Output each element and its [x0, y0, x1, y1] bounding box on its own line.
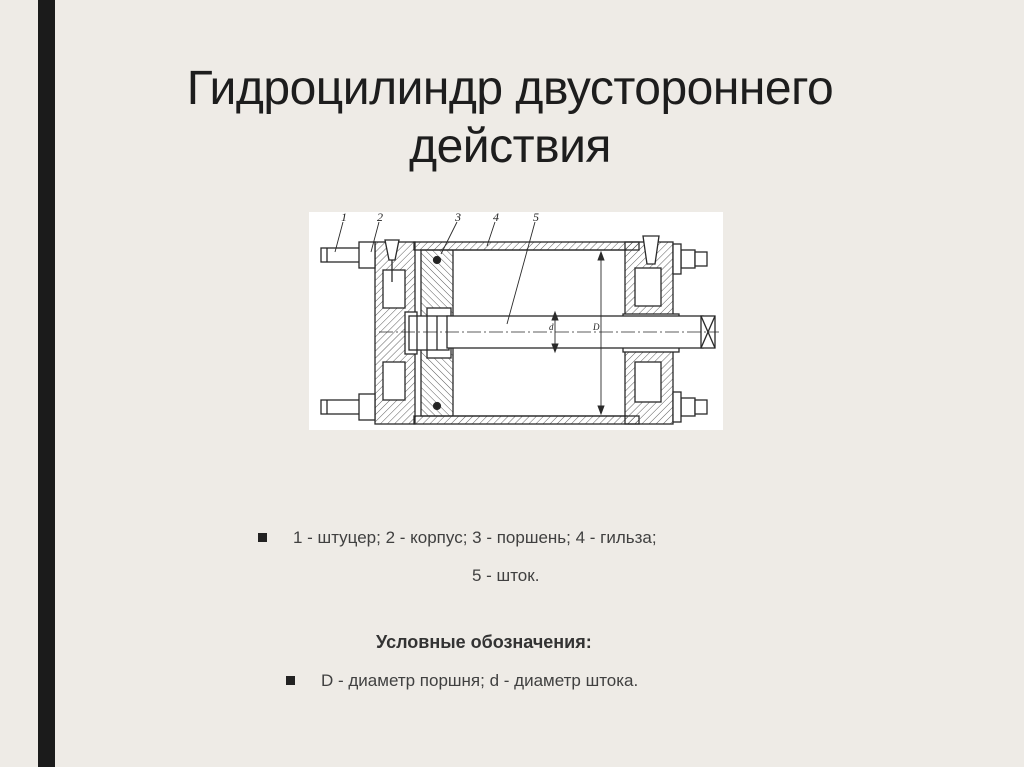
- leader-lines: [334, 221, 536, 325]
- slide-title: Гидроцилиндр двустороннего действия: [100, 60, 920, 176]
- notation-text: D - диаметр поршня; d - диаметр штока.: [321, 671, 639, 690]
- title-line-2: действия: [409, 120, 611, 173]
- left-studs: [320, 241, 376, 421]
- left-accent-bar: [38, 0, 55, 767]
- callout-3: 3: [454, 212, 461, 224]
- parts-list-item: 1 - штуцер; 2 - корпус; 3 - поршень; 4 -…: [258, 528, 657, 548]
- cylinder-drawing: 1 2 3 4 5 d D: [309, 212, 723, 430]
- square-bullet-icon: [286, 676, 295, 686]
- callout-5: 5: [533, 212, 539, 224]
- notation-list-item: D - диаметр поршня; d - диаметр штока.: [286, 671, 638, 691]
- title-line-1: Гидроцилиндр двустороннего: [186, 62, 834, 115]
- left-head: [374, 239, 418, 425]
- cylinder-drawing-svg: 1 2 3 4 5 d D: [320, 212, 719, 425]
- parts-line-1: 1 - штуцер; 2 - корпус; 3 - поршень; 4 -…: [293, 528, 657, 547]
- piston: [408, 249, 454, 417]
- dimension-lines: [551, 250, 605, 416]
- parts-line-2: 5 - шток.: [472, 566, 540, 585]
- callout-2: 2: [377, 212, 383, 224]
- callout-1: 1: [341, 212, 347, 224]
- callout-4: 4: [493, 212, 499, 224]
- dim-label-d: d: [549, 322, 554, 332]
- notation-heading: Условные обозначения:: [376, 632, 592, 652]
- square-bullet-icon: [258, 533, 267, 543]
- dim-label-D: D: [592, 322, 600, 332]
